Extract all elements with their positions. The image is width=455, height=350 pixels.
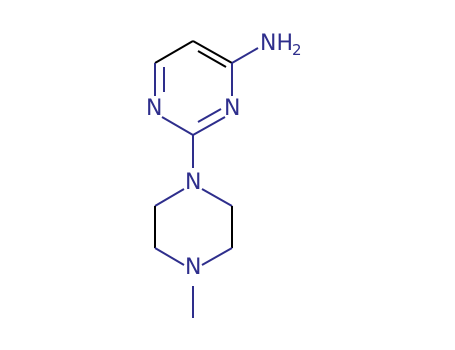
ring-n-left-label: N [146,96,162,121]
bond-n-top-left [154,188,185,207]
pyrimidine-ring [154,40,233,136]
amine-label: NH [260,31,293,56]
piperazine-ring [154,188,233,266]
ring-n-right-label: N [224,96,240,121]
piperazine-n-bottom-label: N [185,255,201,280]
bond-c4-amine [231,47,259,64]
piperazine-n-top-label: N [185,170,201,195]
bond-n-top-right [201,188,233,207]
bond-c6-c5 [154,40,194,64]
bond-left-n-bottom [154,247,185,266]
bond-right-n-bottom [201,247,233,266]
bond-n3-c2 [192,116,226,136]
bond-c5-c4 [192,40,233,64]
bond-n3-c2-double [197,108,222,123]
bond-c2-n1 [161,116,194,136]
bond-c5-c4-double [197,50,227,68]
amine-subscript: 2 [292,41,302,59]
